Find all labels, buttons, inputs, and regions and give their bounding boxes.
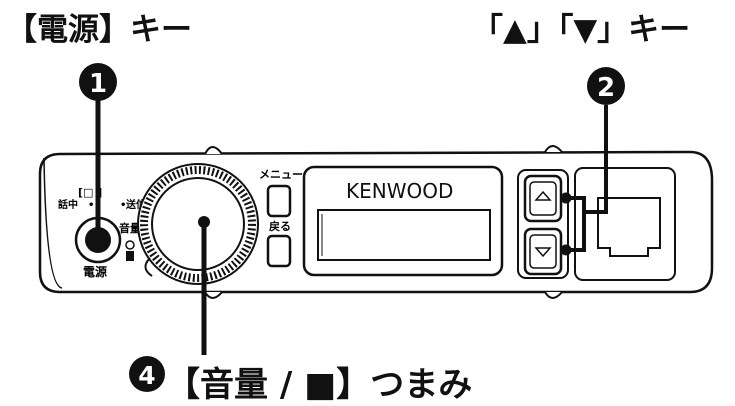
volume-label: 音量 (119, 221, 141, 235)
power-key-title: 【電源】キー (6, 12, 192, 48)
callout-4: 4 (129, 356, 165, 392)
volume-knob-title: 【音量 / ■】つまみ (166, 365, 473, 405)
volume-led (125, 240, 135, 250)
menu-button[interactable] (266, 184, 292, 218)
back-label: 戻る (268, 219, 291, 233)
power-label: 電源 (83, 264, 107, 279)
callout-1: 1 (79, 63, 117, 101)
svg-text:4: 4 (138, 361, 155, 390)
svg-text:2: 2 (597, 73, 615, 103)
callout-2: 2 (587, 67, 625, 105)
ethernet-port-icon (597, 197, 661, 257)
svg-text:•: • (88, 200, 94, 211)
device-diagram: [□ ] 話中 • 送信 • 電源 音量 メニュー 戻る KENWOOD (38, 63, 714, 392)
lcd-screen (317, 209, 491, 261)
svg-text:•: • (120, 200, 126, 211)
down-arrow-icon (534, 247, 552, 258)
mode-left-label: 話中 (58, 198, 78, 211)
menu-label: メニュー (259, 168, 303, 181)
brand-logo: KENWOOD (346, 179, 453, 203)
back-button[interactable] (266, 234, 292, 268)
up-arrow-icon (534, 190, 552, 201)
svg-text:1: 1 (89, 69, 107, 99)
updown-key-title: 「▲」「▼」キー (472, 12, 691, 48)
volume-knob[interactable] (137, 163, 259, 285)
